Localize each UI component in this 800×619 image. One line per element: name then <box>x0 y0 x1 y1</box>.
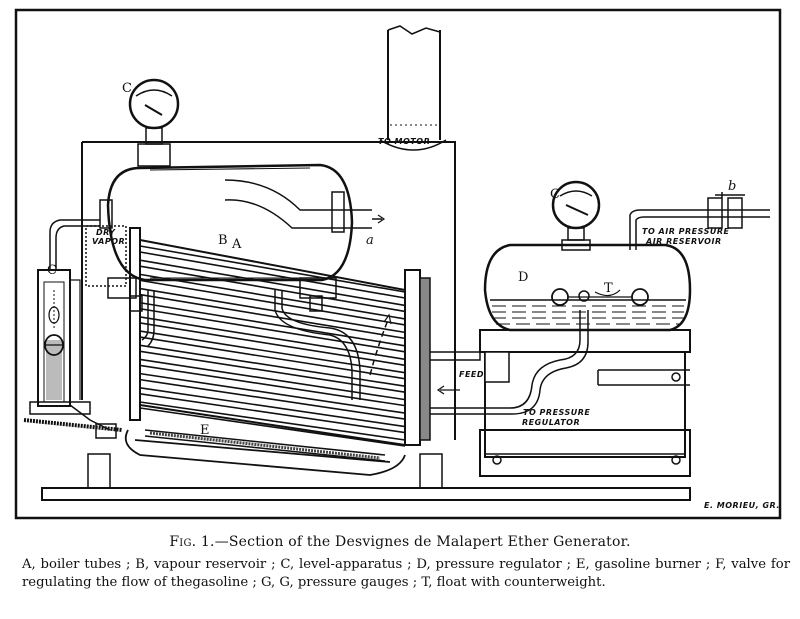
boiler-tube-line <box>139 387 406 428</box>
label-g-top: C <box>122 81 132 96</box>
boiler-tube-line <box>139 245 406 293</box>
label-c-level: C <box>47 263 57 278</box>
boiler-tube-line <box>139 344 406 387</box>
boiler-tube-line <box>139 372 406 414</box>
boiler-tube-line <box>139 358 406 401</box>
boiler-tube-line <box>139 273 406 320</box>
chimney <box>379 25 447 151</box>
boiler-tube-line <box>139 316 406 361</box>
boiler-tube-line <box>139 287 406 334</box>
boiler-tube-line <box>139 293 406 340</box>
label-b-valve: b <box>728 179 736 194</box>
figure-title: —Section of the Desvignes de Malapert Et… <box>214 534 631 550</box>
annotation-to-air-pressure: TO AIR PRESSURE <box>642 227 730 236</box>
pressure-gauge-right <box>551 180 601 251</box>
annotation-regulator: REGULATOR <box>522 418 580 427</box>
gasoline-burner-e <box>124 429 406 476</box>
figure-legend: A, boiler tubes ; B, vapour reservoir ; … <box>22 557 790 590</box>
boiler-tube-line <box>139 378 406 420</box>
figure-caption-title: Fig. 1.—Section of the Desvignes de Mala… <box>0 534 800 550</box>
boiler-tube-line <box>139 322 406 367</box>
boiler-tube-line <box>139 336 406 380</box>
annotation-to-motor: TO MOTOR <box>378 137 430 146</box>
engraver-signature: E. MORIEU, GR. <box>704 501 780 510</box>
label-t: T <box>604 281 613 296</box>
boiler-tube-line <box>139 330 406 374</box>
annotation-air-reservoir: AIR RESERVOIR <box>645 237 722 246</box>
label-e: E <box>200 423 210 438</box>
boiler-tube-line <box>139 407 406 447</box>
figure-frame <box>14 8 782 520</box>
boiler-tube-line <box>139 393 406 434</box>
dry-vapor-chamber <box>85 225 127 287</box>
annotation-feed: FEED <box>459 370 484 379</box>
annotation-dry: DRY <box>96 228 116 237</box>
label-b: B <box>218 233 228 248</box>
label-a: A <box>231 237 242 252</box>
ether-generator-diagram: A a B C C C D E T b TO MOTOR TO AIR PRES… <box>14 8 782 520</box>
boiler-tube-line <box>139 259 406 307</box>
feed-pipe <box>430 351 481 361</box>
level-apparatus-c <box>29 269 91 415</box>
boiler-tube-line <box>139 279 406 326</box>
base-plate <box>41 453 691 501</box>
annotation-to-pressure: TO PRESSURE <box>523 408 590 417</box>
boiler-tube-line <box>139 307 406 353</box>
boiler-tube-line <box>139 401 406 441</box>
boiler-tubes-a <box>129 227 431 447</box>
air-pressure-pipe <box>629 192 770 250</box>
vapour-pipe-header <box>141 290 155 347</box>
boiler-tube-line <box>139 301 406 347</box>
boiler-tube-line <box>139 265 406 313</box>
pipe-b-to-level <box>49 219 100 270</box>
figure-number: Fig. 1. <box>169 534 215 550</box>
boiler-casing <box>81 141 456 440</box>
pressure-regulator-d <box>479 243 692 477</box>
boiler-tube-line <box>139 251 406 299</box>
label-g-right: C <box>550 187 560 202</box>
vapour-reservoir-b <box>99 163 386 312</box>
annotation-vapor: VAPOR <box>92 237 125 246</box>
label-d: D <box>518 270 528 285</box>
boiler-tube-line <box>139 350 406 393</box>
pressure-gauge-top <box>128 78 180 167</box>
label-small-a: a <box>366 233 374 248</box>
gasoline-valve-f <box>23 404 123 439</box>
boiler-tube-line <box>139 364 406 407</box>
